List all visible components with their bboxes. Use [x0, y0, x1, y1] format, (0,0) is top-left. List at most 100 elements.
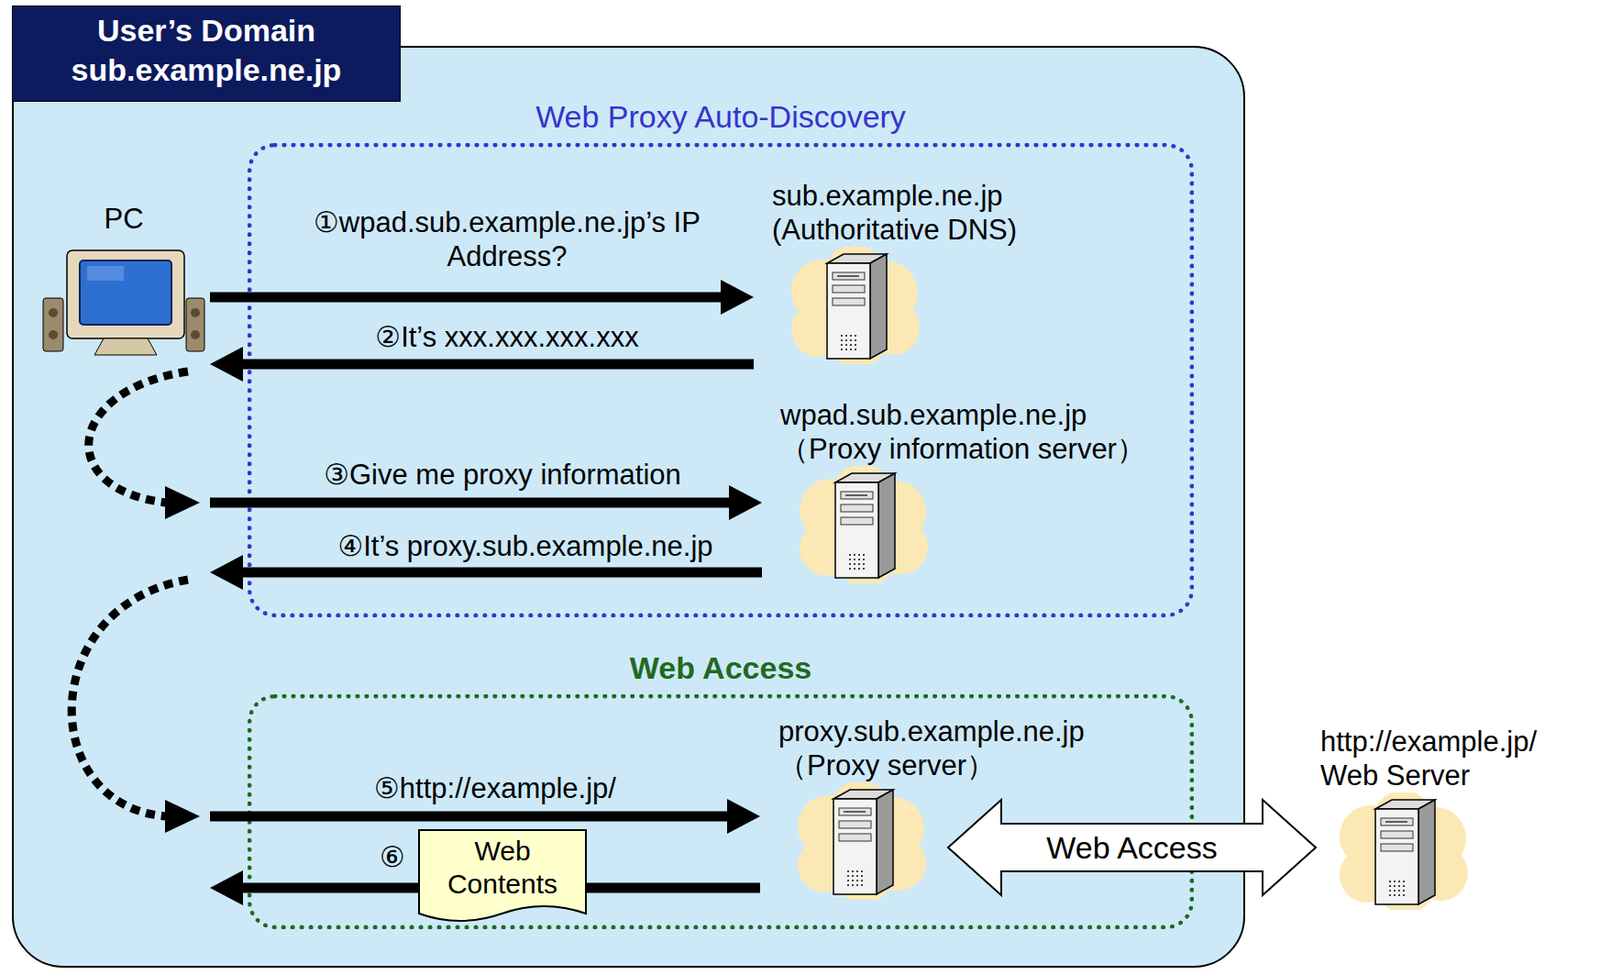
message-label: ④It’s proxy.sub.example.ne.jp	[268, 529, 783, 563]
drive-bay	[1380, 817, 1413, 826]
domain-heading: User’s Domain sub.example.ne.jp	[11, 5, 401, 102]
edge-label-box: ③Give me proxy information	[264, 457, 741, 492]
drive-slot	[845, 495, 868, 497]
server-node: proxy.sub.example.ne.jp （Proxy server）	[778, 714, 1173, 900]
arrow-head	[728, 485, 762, 520]
arrow-head	[209, 554, 243, 590]
monitor-stand	[94, 338, 157, 355]
web-access-region: proxy.sub.example.ne.jp （Proxy server） We…	[247, 694, 1194, 929]
vent-dot	[845, 343, 848, 346]
server-side	[870, 253, 887, 359]
vent-dot	[851, 883, 854, 886]
vent-dot	[862, 562, 865, 565]
message-label: ②It’s xxx.xxx.xxx.xxx	[296, 320, 718, 354]
vent-dot	[1398, 880, 1401, 883]
arrow-head	[727, 798, 761, 834]
dotted-flow-head	[165, 799, 200, 833]
vent-dot	[849, 343, 852, 346]
drive-bay	[838, 833, 872, 841]
vent-dot	[1393, 889, 1396, 892]
vent-dot	[858, 567, 861, 570]
vent-dot	[847, 874, 850, 877]
vent-dot	[854, 339, 857, 342]
vent-dot	[854, 348, 857, 351]
drive-bay	[832, 272, 865, 280]
message-label: ①wpad.sub.example.ne.jp’s IP Address?	[305, 205, 709, 274]
vent-dot	[1389, 884, 1391, 887]
vent-dot	[853, 558, 856, 561]
server-front	[1375, 808, 1419, 905]
vent-dot	[858, 558, 861, 561]
vent-dot	[856, 870, 859, 872]
vent-dot	[860, 883, 863, 886]
vent-dot	[845, 334, 848, 337]
server-side	[1418, 799, 1435, 905]
double-arrow-outline	[948, 799, 1316, 895]
vent-dot	[856, 874, 859, 877]
server-label: wpad.sub.example.ne.jp （Proxy informatio…	[780, 397, 1184, 466]
message-label: ⑤http://example.jp/	[311, 771, 679, 806]
vent-dot	[851, 879, 854, 882]
vent-dot	[849, 348, 852, 351]
vent-dot	[858, 562, 861, 565]
arrow-shaft	[241, 882, 761, 894]
message-label: ③Give me proxy information	[264, 457, 741, 492]
edge-label-box: ①wpad.sub.example.ne.jp’s IP Address?	[305, 205, 709, 274]
server-icon	[792, 782, 930, 900]
drive-bay	[832, 297, 865, 306]
vent-dot	[1389, 880, 1391, 883]
vent-dot	[1393, 884, 1396, 887]
arrow-label: Web Access	[1042, 828, 1221, 867]
vent-dot	[853, 567, 856, 570]
monitor-screen	[79, 260, 172, 325]
server-label: proxy.sub.example.ne.jp （Proxy server）	[778, 714, 1173, 783]
vent-dot	[840, 339, 843, 342]
edge-label-box: ④It’s proxy.sub.example.ne.jp	[268, 529, 783, 563]
vent-dot	[845, 339, 848, 342]
vent-dot	[1398, 889, 1401, 892]
message-label: ⑥	[364, 839, 420, 874]
drive-slot	[837, 275, 860, 278]
vent-dot	[1398, 884, 1401, 887]
server-front	[833, 798, 877, 894]
server-side	[876, 789, 894, 894]
message-arrow	[209, 279, 754, 315]
vent-dot	[856, 883, 859, 886]
vent-dot	[851, 874, 854, 877]
vent-dot	[849, 553, 851, 556]
drive-bay	[840, 504, 873, 512]
vent-dot	[849, 567, 851, 570]
edge-label-box: ⑥	[364, 839, 420, 874]
vent-dot	[1402, 880, 1405, 883]
vent-dot	[853, 553, 856, 556]
arrow-shaft	[209, 811, 729, 822]
drive-slot	[843, 811, 866, 814]
server-node: wpad.sub.example.ne.jp （Proxy informatio…	[780, 397, 1184, 584]
vent-dot	[1402, 889, 1405, 892]
arrow-shaft	[241, 567, 762, 578]
vent-dot	[1402, 884, 1405, 887]
arrow-head	[209, 346, 243, 382]
server-side	[878, 473, 895, 578]
server-front	[827, 263, 871, 359]
document-shape: Web Contents	[418, 828, 587, 930]
vent-dot	[1393, 880, 1396, 883]
server-front	[835, 482, 879, 578]
vent-dot	[840, 343, 843, 346]
screen-glare	[87, 265, 124, 281]
dotted-flow-head	[165, 485, 200, 519]
edge-label-box: Web Access	[1042, 828, 1221, 867]
arrow-head	[209, 870, 243, 905]
drive-bay	[838, 807, 872, 816]
vent-dot	[856, 879, 859, 882]
vent-dot	[1402, 893, 1405, 896]
monitor-body	[66, 250, 185, 339]
arrow-head	[720, 279, 754, 315]
arrow-shaft	[209, 292, 723, 303]
vent-dot	[849, 558, 851, 561]
vent-dot	[840, 334, 843, 337]
